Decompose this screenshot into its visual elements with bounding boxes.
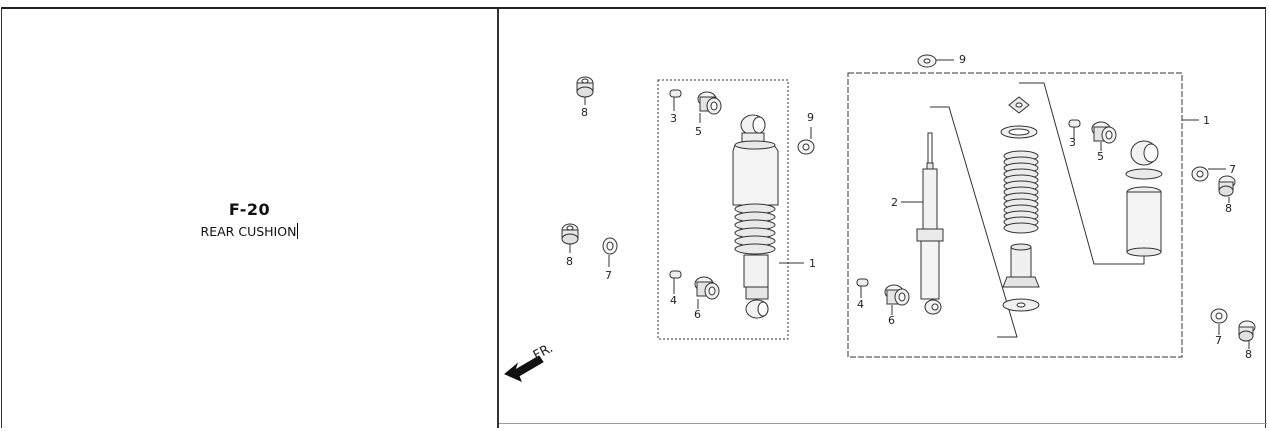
- callout-asm2-bush-bottom: 6: [888, 314, 895, 327]
- nut-8-bottom-part: [561, 223, 579, 253]
- callout-nut-top: 8: [581, 106, 588, 119]
- callout-asm1-unit: 1: [809, 257, 816, 270]
- callout-asm2-bush-top: 5: [1097, 150, 1104, 163]
- asm1-washer-9-part: [797, 127, 815, 155]
- callout-right-nut-bottom: 8: [1245, 348, 1252, 361]
- diagram-svg: 8 8 7 3 5 4 6 9 1 9 2 3 5 4 6 1 7 8 7 8: [504, 53, 1256, 382]
- asm2-damper-2-part: [901, 106, 1018, 338]
- panel-divider: [497, 9, 499, 428]
- washer-7-left-part: [602, 237, 618, 267]
- callout-asm2-washer: 9: [959, 53, 966, 66]
- callout-right-washer-bottom: 7: [1215, 334, 1222, 347]
- callout-asm1-washer: 9: [807, 111, 814, 124]
- callout-nut-bottom: 8: [566, 255, 573, 268]
- asm2-bush-5-part: [1091, 121, 1117, 151]
- bottom-rule: [499, 423, 1267, 424]
- outer-frame: [1, 7, 1266, 428]
- text-cursor: [297, 223, 299, 239]
- asm2-collar-3-part: [1068, 119, 1081, 139]
- callout-asm1-bush-bottom: 6: [694, 308, 701, 321]
- washer-7-right-bottom-part: [1210, 308, 1228, 335]
- callout-asm1-bush-top: 5: [695, 125, 702, 138]
- asm2-outer-tube-part: [1125, 140, 1163, 257]
- callout-asm2-unit: 1: [1203, 114, 1210, 127]
- callout-asm2-collar-top: 3: [1069, 136, 1076, 149]
- asm1-collar-3-part: [669, 89, 682, 111]
- asm1-bush-5-part: [697, 91, 722, 123]
- nut-8-right-top-part: [1218, 175, 1236, 203]
- asm2-stopper-part: [1002, 243, 1040, 312]
- asm2-collar-4-part: [856, 278, 869, 298]
- asm1-bush-6-part: [694, 276, 720, 309]
- callout-right-washer-top: 7: [1229, 163, 1236, 176]
- asm2-spring-part: [1003, 150, 1039, 234]
- title-block: F-20 REAR CUSHION: [2, 199, 497, 240]
- callout-asm1-collar-top: 3: [670, 112, 677, 125]
- figure-code: F-20: [228, 200, 271, 219]
- figure-title-panel: F-20 REAR CUSHION: [2, 9, 497, 427]
- asm1-collar-4-part: [669, 270, 682, 294]
- exploded-view-diagram: 8 8 7 3 5 4 6 9 1 9 2 3 5 4 6 1 7 8 7 8: [499, 9, 1267, 427]
- asm2-washer-9-part: [917, 54, 954, 68]
- washer-7-right-top-part: [1191, 166, 1226, 182]
- nut-8-top-part: [576, 76, 594, 105]
- callout-right-nut-top: 8: [1225, 202, 1232, 215]
- callout-washer-left: 7: [605, 269, 612, 282]
- asm1-dotted-box: [657, 79, 789, 340]
- callout-asm1-collar-bottom: 4: [670, 294, 677, 307]
- asm1-shock-absorber-part: [732, 114, 804, 319]
- figure-title: REAR CUSHION: [200, 224, 297, 239]
- asm2-spring-seat-top-part: [1000, 82, 1145, 265]
- callout-asm2-damper: 2: [891, 196, 898, 209]
- asm2-bush-6-part: [884, 284, 910, 315]
- nut-8-right-bottom-part: [1238, 320, 1256, 349]
- asm2-dashed-box: [847, 72, 1183, 358]
- front-direction-arrow: [504, 355, 544, 382]
- callout-asm2-collar-bottom: 4: [857, 298, 864, 311]
